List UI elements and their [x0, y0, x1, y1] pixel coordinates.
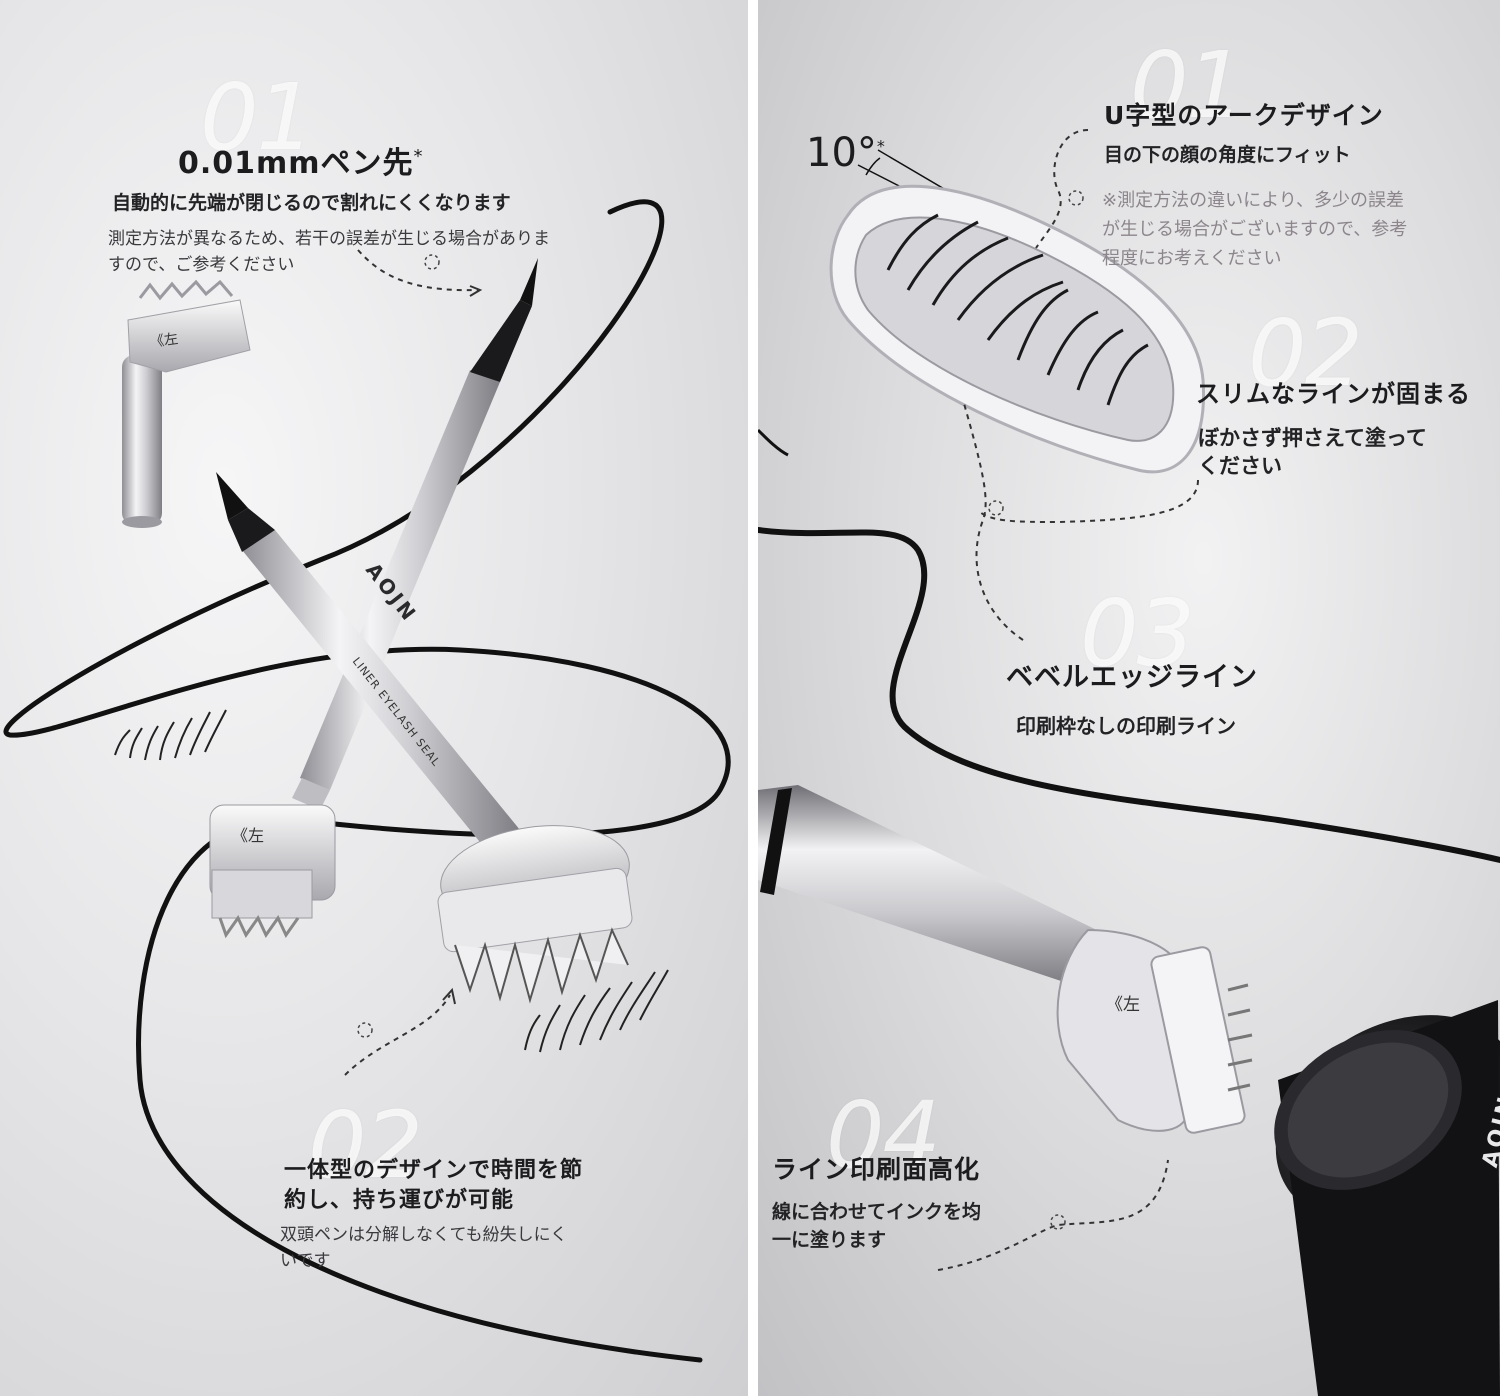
design-title: 一体型のデザインで時間を節 約し、持ち運びが可能 — [284, 1156, 583, 1216]
pen-stamp-mark: 《左 — [232, 826, 265, 845]
nib-title: 0.01mmペン先* — [178, 138, 424, 182]
pen-front — [216, 472, 633, 1004]
stamp-head-closeup — [829, 184, 1206, 474]
pen-back — [209, 258, 538, 939]
design-title-line-2: 約し、持ち運びが可能 — [284, 1188, 515, 1213]
arrow-head-icon — [469, 285, 483, 297]
slim-line-title: スリムなラインが固まる — [1196, 380, 1471, 408]
stamp-cap — [122, 279, 251, 528]
section-number-02: 02 — [1248, 300, 1363, 407]
design-note: 双頭ペンは分解しなくても紛失しにく いです — [280, 1222, 567, 1274]
angle-value: 10°* — [806, 130, 885, 176]
design-title-line-1: 一体型のデザインで時間を節 — [284, 1158, 584, 1183]
arc-note-line-2: が生じる場合がございますので、参考 — [1102, 219, 1408, 240]
section-number-01: 01 — [1130, 32, 1245, 139]
section-number-04: 04 — [826, 1082, 941, 1189]
design-note-line-1: 双頭ペンは分解しなくても紛失しにく — [280, 1225, 568, 1245]
dashed-arrow-icon — [357, 249, 479, 292]
angle-value-text: 10° — [806, 130, 877, 176]
stamp-cap-mark: 《左 — [149, 331, 180, 351]
nib-title-mark: * — [413, 146, 424, 167]
arc-note-line-3: 程度にお考えください — [1102, 248, 1282, 269]
bevel-title: ベベルエッジライン — [1006, 662, 1258, 693]
loop-mark — [357, 1022, 373, 1038]
ink-tail — [758, 428, 789, 457]
nib-note: 測定方法が異なるため、若干の誤差が生じる場合がありま すので、ご参考ください — [108, 226, 550, 278]
design-note-line-2: いです — [280, 1251, 331, 1271]
nib-note-line-2: すので、ご参考ください — [108, 255, 295, 275]
ink-swoosh — [758, 527, 1500, 863]
arc-note: ※測定方法の違いにより、多少の誤差 が生じる場合がございますので、参考 程度にお… — [1102, 186, 1407, 273]
loop-mark — [1050, 1214, 1066, 1230]
slim-line-subtitle: ぼかさず押さえて塗って ください — [1198, 424, 1427, 480]
dashed-arrow-icon — [962, 399, 1024, 641]
loop-mark — [424, 254, 440, 270]
print-surface-subtitle: 線に合わせてインクを均 一に塗ります — [772, 1198, 981, 1254]
nib-subtitle: 自動的に先端が閉じるので割れにくくなります — [112, 192, 511, 214]
section-number-03: 03 — [1080, 580, 1195, 687]
left-illustration — [3, 199, 731, 1363]
nib-note-line-1: 測定方法が異なるため、若干の誤差が生じる場合がありま — [108, 229, 550, 249]
print-surface-subtitle-2: 一に塗ります — [772, 1229, 887, 1251]
dashed-arrow-icon — [344, 994, 451, 1076]
bevel-subtitle: 印刷枠なしの印刷ライン — [1016, 714, 1236, 738]
ink-swoosh — [3, 199, 731, 1363]
loop-mark — [1068, 190, 1084, 206]
angle-mark: * — [876, 136, 885, 156]
dashed-arrow-icon — [1035, 129, 1089, 249]
loop-mark — [988, 500, 1004, 516]
arc-subtitle: 目の下の顔の角度にフィット — [1104, 144, 1351, 166]
right-panel: 10°* 01 U字型のアークデザイン 目の下の顔の角度にフィット ※測定方法の… — [758, 0, 1500, 1396]
section-number-02: 02 — [308, 1092, 423, 1199]
ink-jar — [1274, 1000, 1500, 1396]
lash-sketch — [524, 969, 669, 1053]
angle-arc — [865, 157, 881, 176]
nib-title-text: 0.01mmペン先 — [178, 146, 414, 181]
arrow-head-icon — [442, 987, 456, 1005]
stamp-side-mark: 《左 — [1106, 995, 1140, 1015]
dashed-arrow-icon — [977, 479, 1199, 524]
arc-title: U字型のアークデザイン — [1104, 101, 1384, 130]
slim-line-subtitle-2: ください — [1198, 454, 1282, 478]
lash-sketch — [114, 709, 227, 761]
section-number-01: 01 — [200, 64, 315, 171]
left-panel: 《左 AOJN LINER EYELASH SEAL 《左 01 0.01mmペ… — [0, 0, 748, 1396]
print-surface-subtitle-1: 線に合わせてインクを均 — [772, 1201, 982, 1223]
pen-stamp-side — [758, 785, 1253, 1134]
right-illustration — [758, 129, 1500, 1396]
print-surface-title: ライン印刷面高化 — [772, 1155, 981, 1184]
arc-note-line-1: ※測定方法の違いにより、多少の誤差 — [1102, 190, 1405, 211]
slim-line-subtitle-1: ぼかさず押さえて塗って — [1198, 426, 1427, 450]
